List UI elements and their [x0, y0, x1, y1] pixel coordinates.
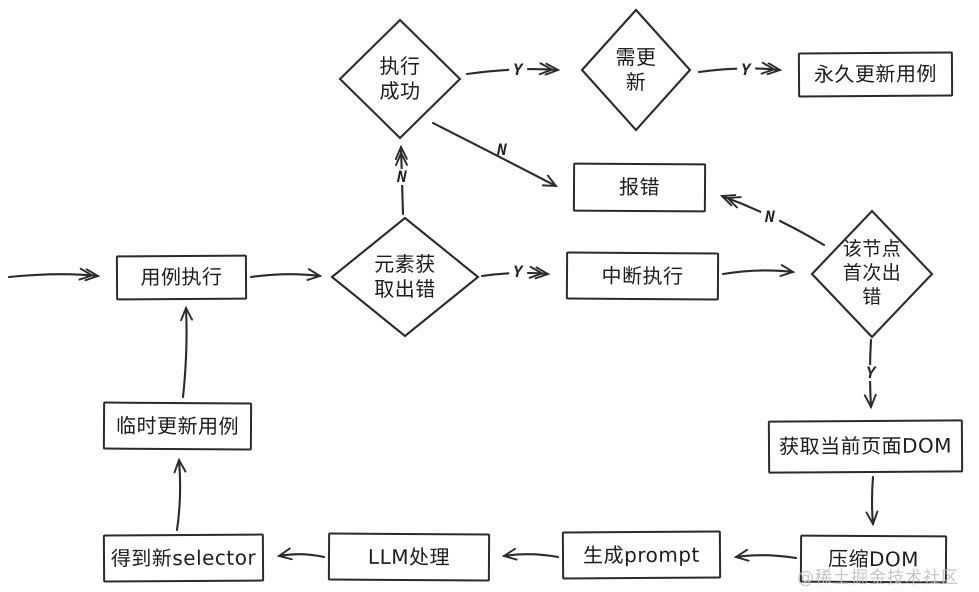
node-report-error-label: 报错 [618, 174, 661, 200]
edge-label-exec-to-need: Y [509, 62, 527, 78]
decision-elem-error [330, 216, 480, 338]
edge-interrupt-to-first [721, 264, 796, 277]
edge-label-elem-to-exec: N [393, 169, 411, 185]
watermark: @稀土掘金技术社区 [797, 568, 959, 588]
edge-selector-to-temp [173, 457, 187, 532]
edge-label-exec-to-error: N [497, 140, 507, 159]
edge-case-to-elem [249, 268, 323, 281]
edge-compress-to-prompt [733, 548, 798, 562]
node-gen-prompt-label: 生成prompt [583, 542, 700, 567]
decision-exec-success [338, 18, 462, 140]
edge-label-elem-to-interrupt: Y [509, 264, 527, 280]
edge-label-first-to-error: N [761, 209, 779, 225]
edge-entry [7, 267, 101, 282]
node-temp-update-label: 临时更新用例 [115, 413, 240, 438]
edge-label-need-to-perm: Y [737, 62, 755, 78]
edge-llm-to-selector [276, 547, 326, 561]
node-get-dom-label: 获取当前页面DOM [778, 433, 953, 459]
node-report-error: 报错 [572, 162, 707, 213]
node-interrupt: 中断执行 [565, 251, 720, 301]
node-perm-update-label: 永久更新用例 [813, 61, 938, 87]
edge-prompt-to-llm [501, 547, 560, 561]
node-llm-process: LLM处理 [327, 532, 491, 582]
node-temp-update: 临时更新用例 [102, 401, 253, 451]
node-case-exec-label: 用例执行 [140, 264, 223, 290]
decision-first-error [810, 209, 934, 339]
edge-label-first-to-dom: Y [862, 365, 880, 381]
node-get-dom: 获取当前页面DOM [767, 419, 964, 474]
edge-temp-to-case [180, 305, 194, 399]
edge-dom-to-compress [865, 475, 879, 527]
node-new-selector: 得到新selector [102, 533, 265, 583]
node-gen-prompt: 生成prompt [561, 530, 722, 580]
node-perm-update: 永久更新用例 [797, 51, 954, 98]
node-interrupt-label: 中断执行 [601, 263, 684, 288]
decision-need-update [580, 8, 692, 132]
node-llm-process-label: LLM处理 [367, 544, 451, 569]
edge-exec-to-error [431, 121, 559, 188]
node-new-selector-label: 得到新selector [110, 545, 257, 570]
node-case-exec: 用例执行 [115, 254, 248, 301]
